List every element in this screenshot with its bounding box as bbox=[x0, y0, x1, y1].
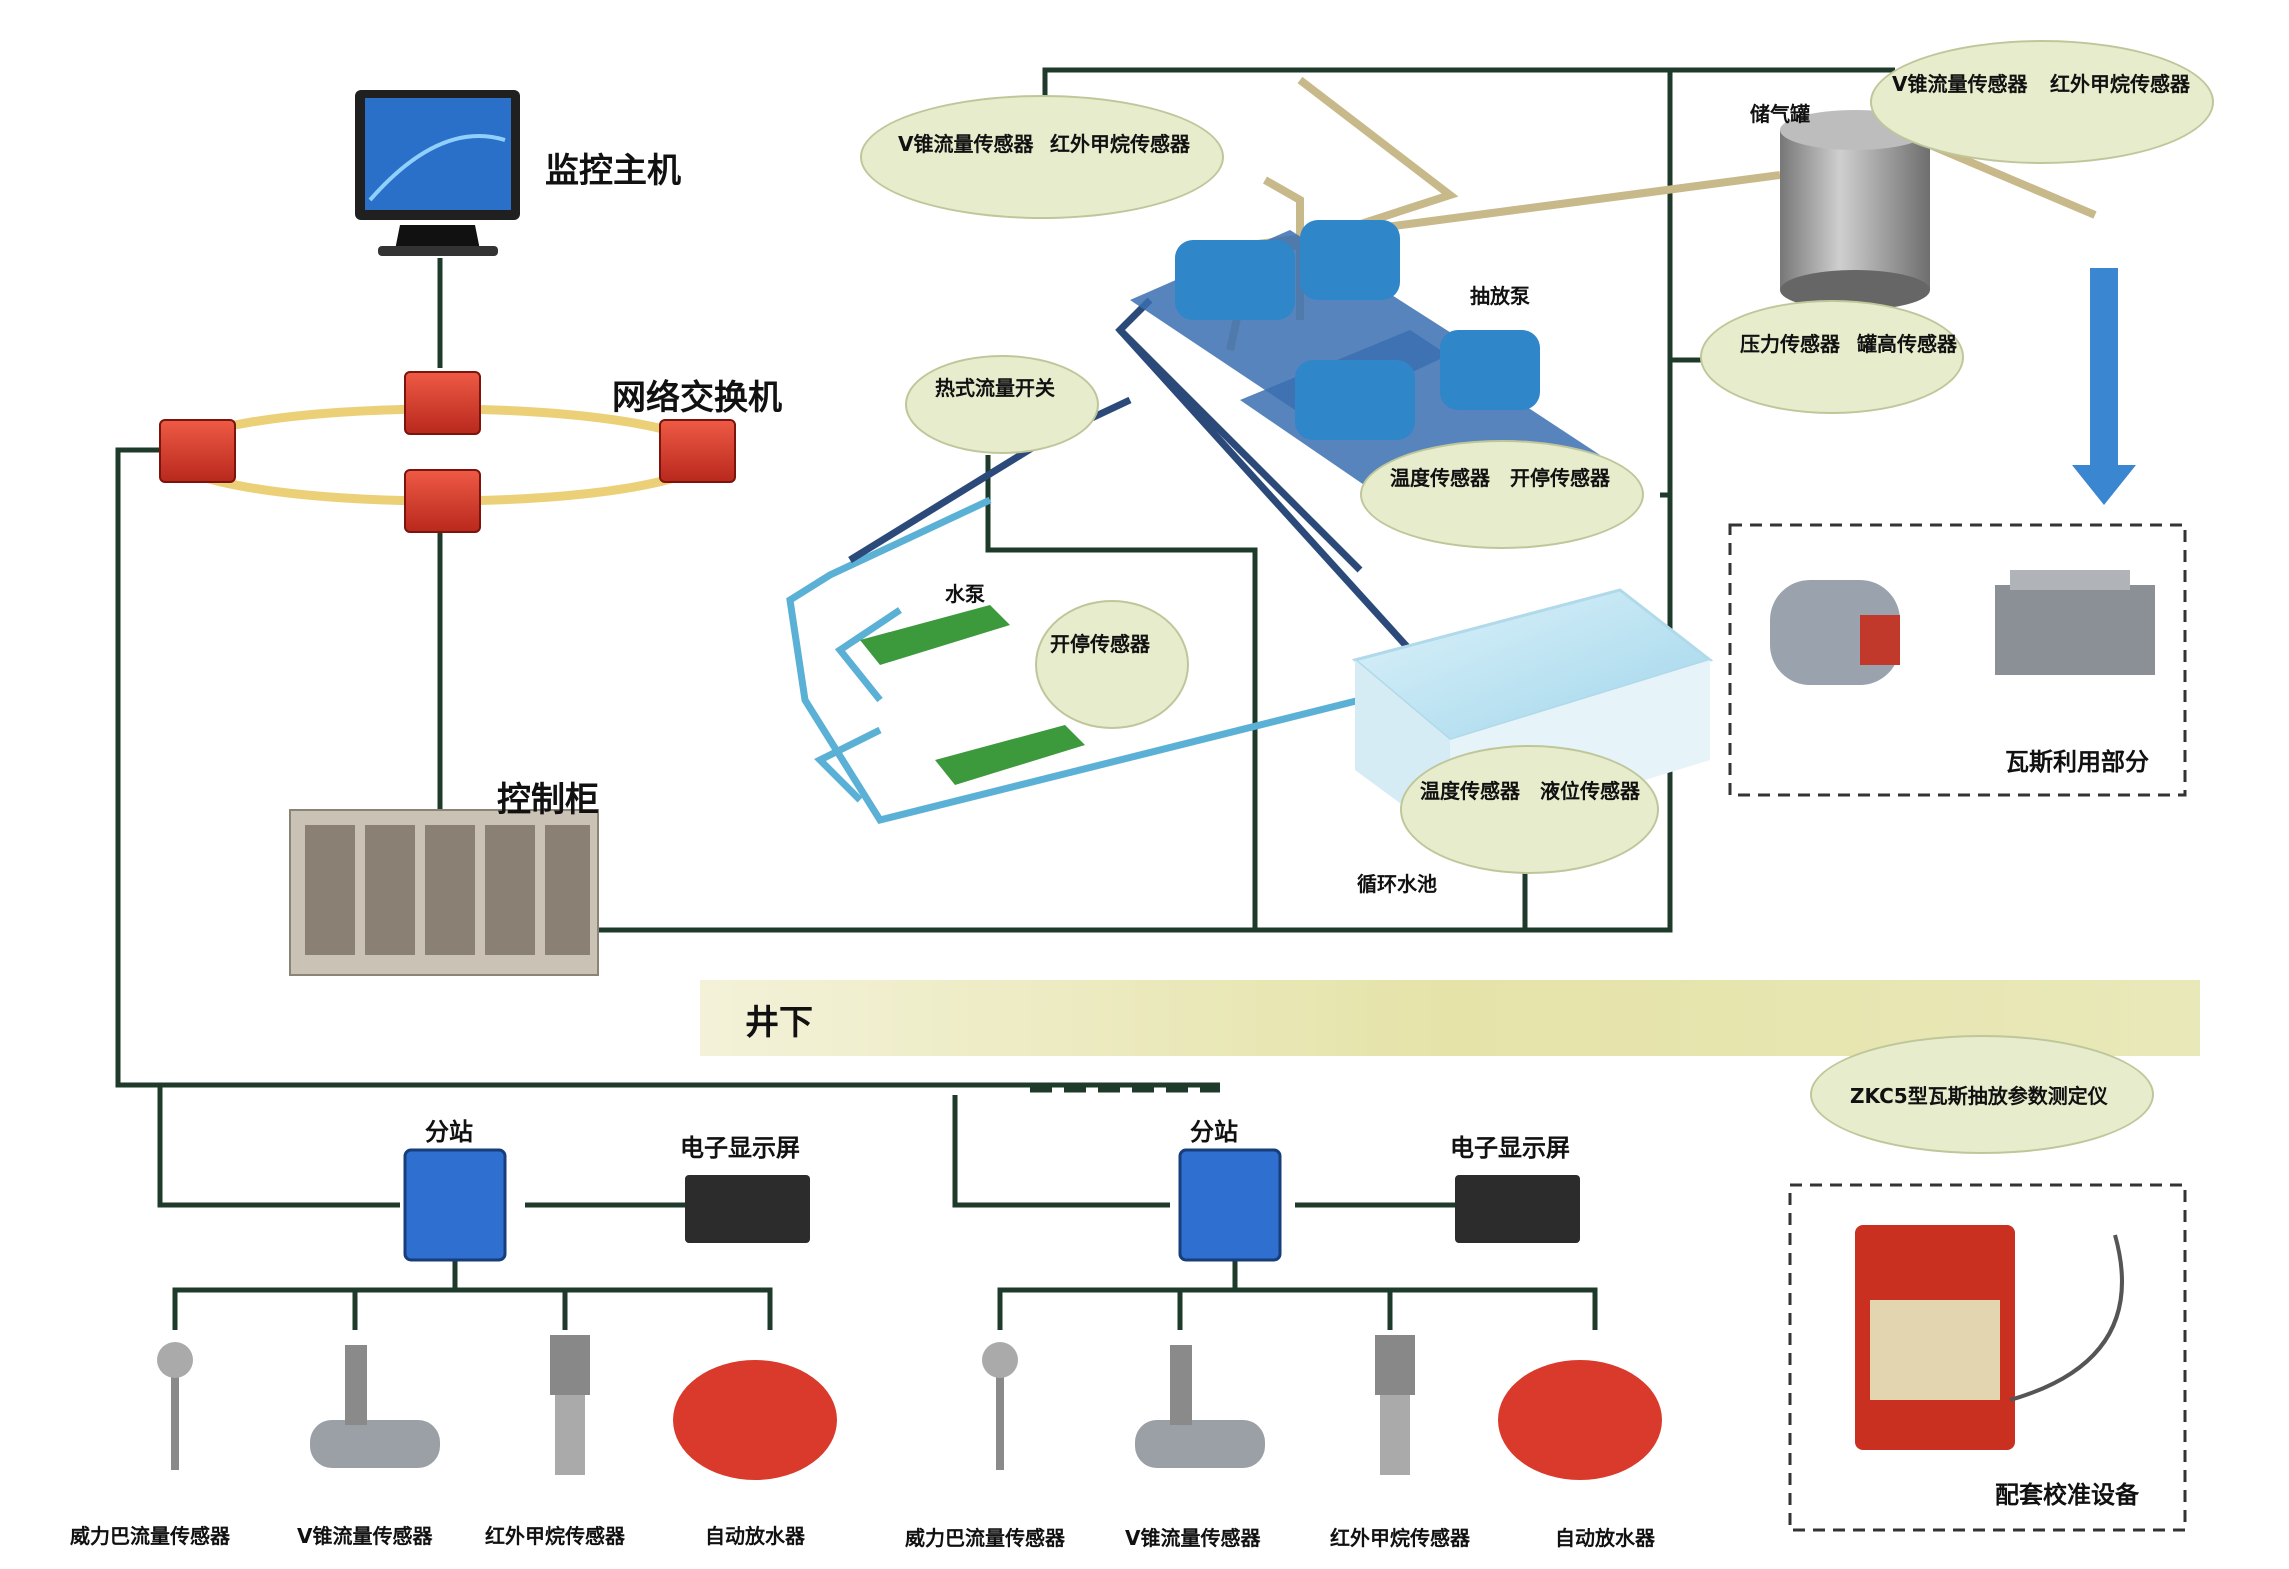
generator-icon bbox=[1995, 570, 2155, 675]
bubble-top-left-item-1: V锥流量传感器 bbox=[898, 132, 1034, 156]
bottom-left-device-3-label: 红外甲烷传感器 bbox=[485, 1524, 625, 1548]
zkc5-device-label: ZKC5型瓦斯抽放参数测定仪 bbox=[1850, 1084, 2108, 1108]
display-left-label: 电子显示屏 bbox=[680, 1134, 800, 1162]
bubble-water-pump-sensor bbox=[1035, 600, 1189, 729]
substation-icons bbox=[403, 1148, 1282, 1262]
bubble-pool-sensors-item-1: 温度传感器 bbox=[1420, 779, 1520, 803]
bubble-tank-sensors-item-2: 罐高传感器 bbox=[1857, 332, 1957, 356]
pump-station-label: 抽放泵 bbox=[1470, 284, 1530, 308]
bubble-thermal-switch bbox=[905, 355, 1099, 454]
bubble-thermal-switch-item-1: 热式流量开关 bbox=[935, 376, 1055, 400]
zkc5-device-icon bbox=[1855, 1225, 2124, 1450]
monitor-host-label: 监控主机 bbox=[545, 151, 681, 191]
bubble-water-pump-sensor-item-1: 开停传感器 bbox=[1050, 632, 1150, 656]
gas-tank-label: 储气罐 bbox=[1750, 102, 1810, 126]
gas-utilization-box bbox=[1728, 523, 2187, 797]
bubble-top-left bbox=[860, 95, 1224, 219]
gas-tank-icon bbox=[1780, 110, 1930, 310]
bottom-devices-right bbox=[982, 1335, 1662, 1480]
bubble-top-right-item-1: V锥流量传感器 bbox=[1892, 72, 2028, 96]
bottom-right-device-3-label: 红外甲烷传感器 bbox=[1330, 1526, 1470, 1550]
display-right-label: 电子显示屏 bbox=[1450, 1134, 1570, 1162]
circulating-pool-label: 循环水池 bbox=[1357, 872, 1437, 896]
control-cabinet-icon bbox=[289, 809, 599, 976]
bubble-pump-sensors-item-2: 开停传感器 bbox=[1510, 466, 1610, 490]
network-switch-label: 网络交换机 bbox=[612, 378, 782, 418]
bubble-pump-sensors bbox=[1360, 440, 1644, 549]
substation-right-label: 分站 bbox=[1190, 1118, 1238, 1146]
bubble-tank-sensors-item-1: 压力传感器 bbox=[1740, 332, 1840, 356]
water-pump-label: 水泵 bbox=[945, 582, 985, 606]
water-pump-icons bbox=[860, 605, 1085, 785]
gas-utilization-label: 瓦斯利用部分 bbox=[2005, 748, 2149, 776]
bottom-right-device-1-label: 威力巴流量传感器 bbox=[905, 1526, 1065, 1550]
bottom-right-device-2-label: V锥流量传感器 bbox=[1125, 1526, 1261, 1550]
monitor-icon bbox=[355, 90, 520, 256]
bubble-top-right bbox=[1870, 40, 2214, 164]
bottom-left-device-1-label: 威力巴流量传感器 bbox=[70, 1524, 230, 1548]
bottom-left-device-4-label: 自动放水器 bbox=[705, 1524, 805, 1548]
bottom-right-device-4-label: 自动放水器 bbox=[1555, 1526, 1655, 1550]
down-arrow bbox=[2072, 268, 2136, 505]
network-switch-icons bbox=[159, 371, 736, 533]
bottom-left-device-2-label: V锥流量传感器 bbox=[297, 1524, 433, 1548]
bubble-pool-sensors-item-2: 液位传感器 bbox=[1540, 779, 1640, 803]
control-cabinet-label: 控制柜 bbox=[497, 780, 599, 820]
bubble-pool-sensors bbox=[1400, 745, 1659, 874]
calibration-equipment-label: 配套校准设备 bbox=[1995, 1481, 2139, 1509]
bubble-top-left-item-2: 红外甲烷传感器 bbox=[1050, 132, 1190, 156]
calibration-box bbox=[1788, 1183, 2187, 1532]
bubble-zkc5 bbox=[1810, 1035, 2154, 1154]
display-icons bbox=[685, 1175, 1580, 1243]
bottom-devices-left bbox=[157, 1335, 837, 1480]
boiler-icon bbox=[1770, 580, 1900, 685]
underground-label: 井下 bbox=[745, 1003, 813, 1043]
bubble-pump-sensors-item-1: 温度传感器 bbox=[1390, 466, 1490, 490]
bubble-top-right-item-2: 红外甲烷传感器 bbox=[2050, 72, 2190, 96]
bubble-tank-sensors bbox=[1700, 300, 1964, 414]
substation-left-label: 分站 bbox=[425, 1118, 473, 1146]
